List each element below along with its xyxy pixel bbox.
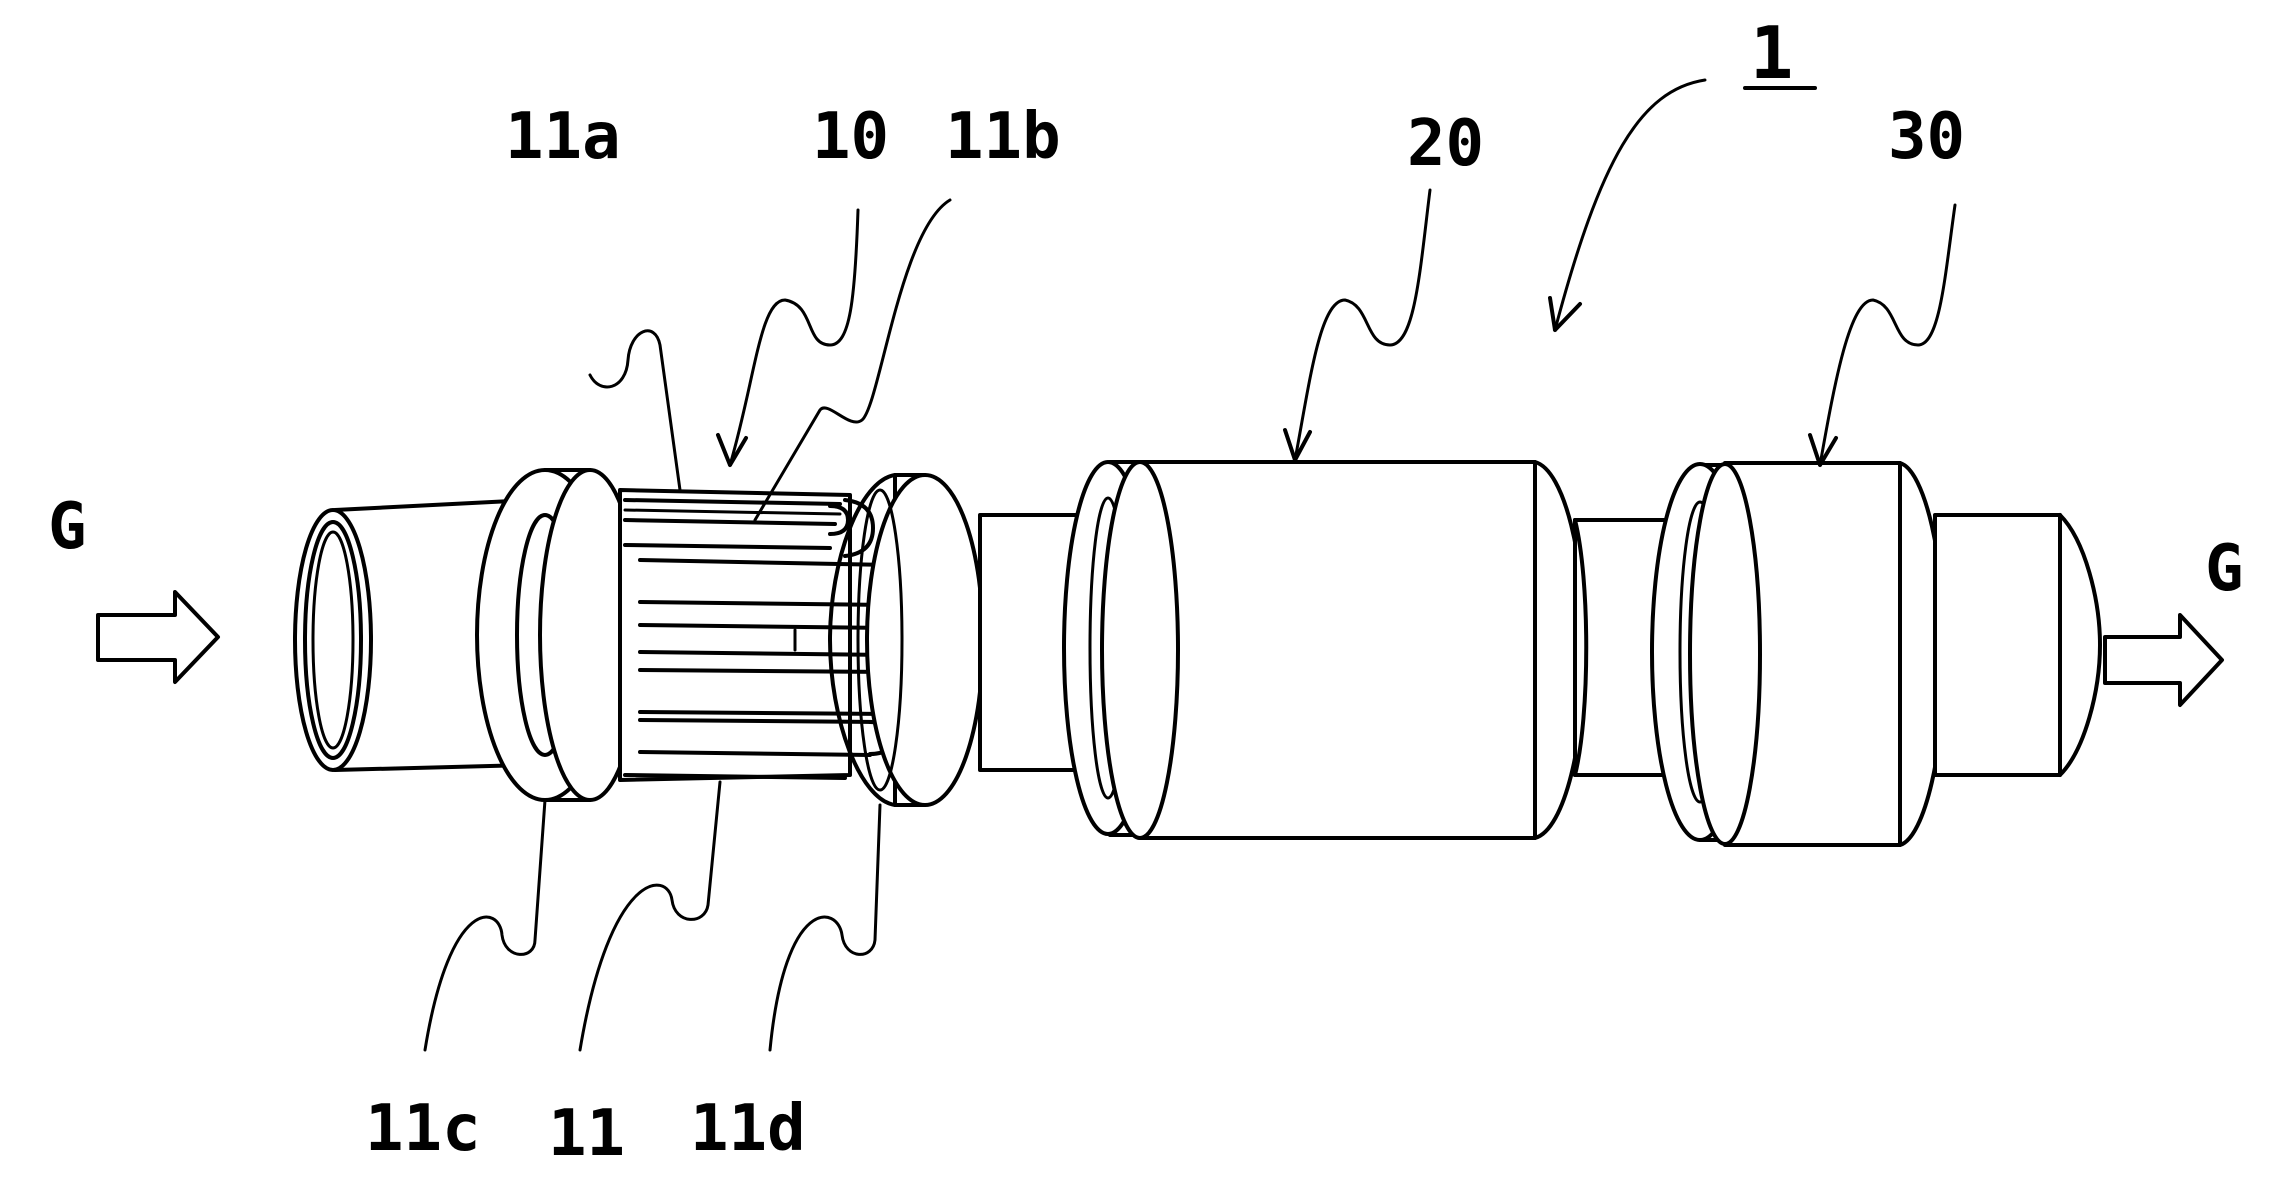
gas-outlet-arrow [2105,615,2222,705]
label-11a: 11a [505,100,621,174]
rod-5 [640,670,890,672]
label-11d: 11d [690,1092,806,1166]
label-11b: 11b [945,100,1061,174]
unit-30 [1652,463,1945,845]
label-20: 20 [1407,107,1484,181]
gas-inlet-arrow [98,592,218,682]
label-g-in: G [48,490,87,564]
rod-6 [640,720,880,722]
label-11: 11 [548,1097,625,1171]
flange-11d [830,475,983,805]
label-1: 1 [1750,11,1793,95]
label-11c: 11c [365,1092,481,1166]
main-body-20 [1064,462,1585,838]
rod-5b [640,712,890,714]
flange-11c [477,470,640,800]
label-g-out: G [2205,532,2244,606]
label-10: 10 [812,100,889,174]
label-30: 30 [1888,100,1965,174]
outlet-tube [1935,515,2100,775]
